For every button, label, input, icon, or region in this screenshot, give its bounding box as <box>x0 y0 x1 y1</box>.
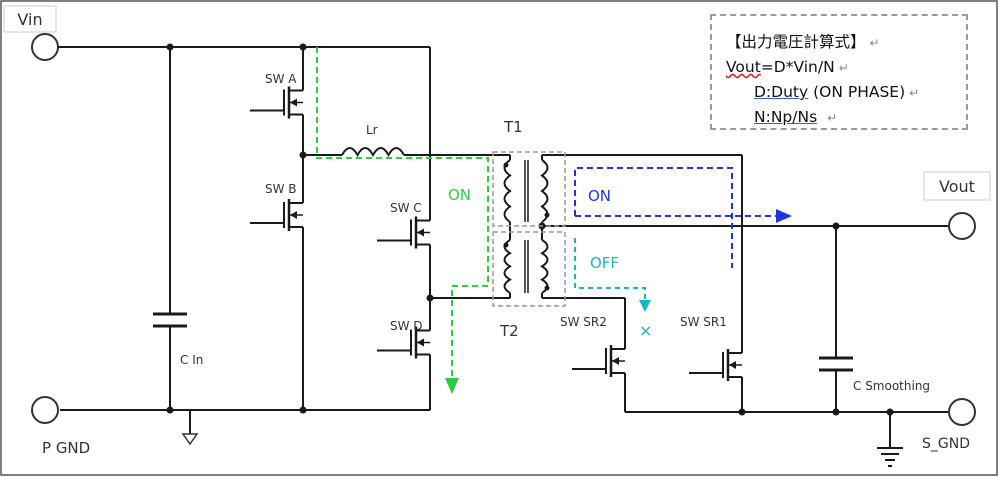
sw-sr2-mosfet-icon <box>572 340 626 382</box>
sw-c-mosfet-icon <box>377 210 431 255</box>
on-primary-label: ON <box>448 186 471 204</box>
off-secondary-label: OFF <box>590 254 619 272</box>
on-secondary-arrow-icon <box>776 209 792 223</box>
vout-label-box <box>923 171 991 201</box>
t2-label: T2 <box>499 322 519 340</box>
return-mark: ↵ <box>909 86 920 100</box>
on-secondary-label: ON <box>588 187 611 205</box>
on-primary-current-path <box>316 47 489 380</box>
formula-line1: =D*Vin/N <box>760 58 835 76</box>
sw-sr2-label: SW SR2 <box>560 315 607 329</box>
t2-secondary-coil-icon <box>540 239 549 294</box>
off-secondary-current-path <box>574 238 646 302</box>
sw-c-label: SW C <box>390 201 422 215</box>
formula-ratio-term: N:Np/Ns <box>754 108 818 126</box>
polarity-dots <box>503 162 550 291</box>
wires <box>60 46 948 448</box>
sw-d-label: SW D <box>390 319 423 333</box>
c-in-label: C In <box>180 353 203 367</box>
formula-duty-term: D:Duty <box>754 83 809 101</box>
return-mark: ↵ <box>827 111 838 125</box>
on-primary-arrow-icon <box>445 378 459 394</box>
sw-a-mosfet-icon <box>250 80 304 125</box>
formula-line2: (ON PHASE) <box>808 83 906 101</box>
s-gnd-terminal <box>948 398 976 426</box>
t2-primary-coil-icon <box>503 239 512 294</box>
vout-terminal <box>948 212 976 240</box>
c-in-capacitor-icon <box>153 312 187 328</box>
p-gnd-ground-icon <box>181 433 199 446</box>
t1-transformer-box <box>492 151 566 227</box>
return-mark: ↵ <box>869 36 880 50</box>
sw-b-label: SW B <box>265 182 297 196</box>
vin-label-box <box>3 5 57 33</box>
formula-title: 【出力電圧計算式】 <box>726 33 866 51</box>
junction-dots <box>166 43 894 416</box>
sw-a-label: SW A <box>265 72 297 86</box>
sw-d-mosfet-icon <box>377 320 431 365</box>
s-gnd-ground-icon <box>877 447 903 467</box>
vout-label: Vout <box>939 177 975 196</box>
t1-primary-coil-icon <box>503 159 512 223</box>
vin-terminal <box>31 33 59 61</box>
t2-transformer-box <box>492 231 566 307</box>
s-gnd-label: S_GND <box>922 436 970 452</box>
lr-inductor-icon <box>341 147 405 158</box>
return-mark: ↵ <box>838 61 849 75</box>
formula-vout-term: Vout <box>726 58 761 76</box>
formula-box: 【出力電圧計算式】↵ Vout=D*Vin/N↵ D:Duty (ON PHAS… <box>710 14 968 130</box>
off-secondary-arrow-icon <box>639 300 651 312</box>
off-blocked-mark: × <box>639 321 652 340</box>
t1-secondary-coil-icon <box>540 159 549 223</box>
p-gnd-label: P GND <box>42 439 90 457</box>
c-smoothing-capacitor-icon <box>819 356 853 372</box>
sw-b-mosfet-icon <box>250 190 304 240</box>
vin-label: Vin <box>17 10 42 29</box>
sw-sr1-mosfet-icon <box>689 345 743 385</box>
on-secondary-current-path <box>574 167 733 268</box>
p-gnd-terminal <box>31 396 59 424</box>
sw-sr1-label: SW SR1 <box>680 315 727 329</box>
lr-label: Lr <box>366 123 378 137</box>
t1-label: T1 <box>503 118 523 136</box>
c-smoothing-label: C Smoothing <box>853 379 930 393</box>
